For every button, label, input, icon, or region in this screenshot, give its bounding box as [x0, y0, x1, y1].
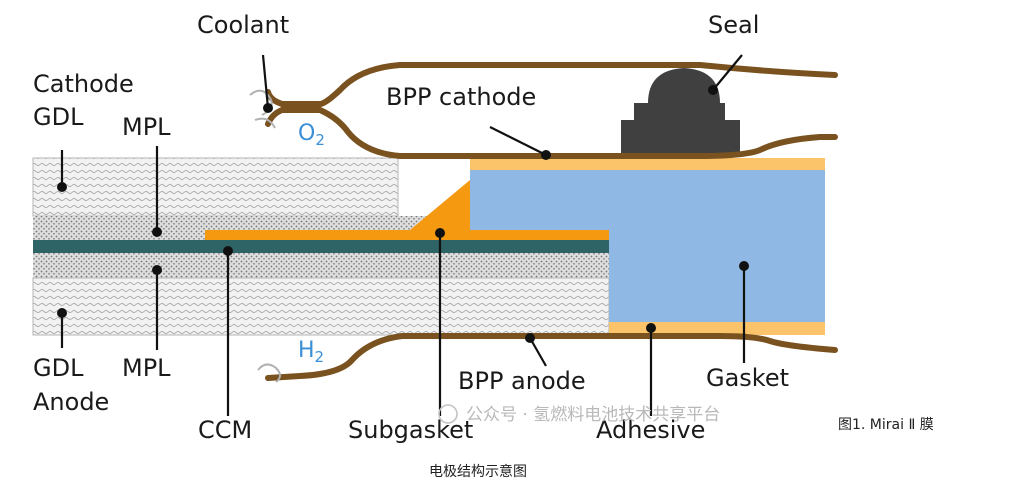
- gasket-label: Gasket: [706, 364, 789, 392]
- ccm-layer: [33, 240, 609, 253]
- cathode-gdl-label-line2: GDL: [33, 103, 84, 131]
- subgasket-layer: [205, 180, 609, 240]
- gasket-block-lower: [609, 240, 825, 322]
- anode-mpl-layer: [33, 253, 609, 278]
- bpp-anode-leader: [529, 337, 547, 367]
- hydrogen-label: H2: [298, 338, 324, 366]
- bpp-cathode-leader: [489, 126, 547, 156]
- ccm-dot: [223, 246, 233, 256]
- watermark-logo-icon: [438, 404, 458, 424]
- figure-caption-line2: 电极结构示意图: [429, 463, 527, 480]
- bpp-cathode-plate: [265, 62, 838, 107]
- figure-caption-line1: 图1. Mirai Ⅱ 膜: [838, 417, 934, 433]
- cathode-gdl-label-line1: Cathode: [33, 70, 134, 98]
- bpp-anode-dot: [525, 333, 535, 343]
- gasket-dot: [739, 261, 749, 271]
- gdl-anode-dot: [57, 308, 67, 318]
- watermark-text: 公众号 · 氢燃料电池技术共享平台: [466, 405, 720, 425]
- gdl-anode-label-line2: Anode: [33, 388, 109, 416]
- adhesive-bottom-layer: [609, 322, 825, 335]
- coolant-label: Coolant: [197, 11, 289, 39]
- seal-shape: [621, 68, 740, 154]
- oxygen-label: O2: [298, 121, 325, 149]
- gasket-block: [470, 170, 825, 240]
- subgasket-label: Subgasket: [348, 416, 473, 444]
- mpl-bottom-label: MPL: [122, 354, 171, 382]
- bpp-cathode-dot: [541, 150, 551, 160]
- bpp-anode-label: BPP anode: [458, 367, 586, 395]
- hydrogen-wisp: [257, 363, 281, 383]
- bpp-cathode-label: BPP cathode: [386, 83, 536, 111]
- seal-dot: [708, 85, 718, 95]
- bpp-anode-plate: [265, 333, 838, 381]
- adhesive-top-layer: [470, 158, 825, 170]
- ccm-label: CCM: [198, 416, 252, 444]
- subgasket-dot: [435, 228, 445, 238]
- adhesive-label: Adhesive: [596, 416, 705, 444]
- coolant-dot: [263, 103, 273, 113]
- mpl-top-dot: [152, 227, 162, 237]
- cathode-gdl-layer: [32, 157, 399, 217]
- adhesive-dot: [646, 323, 656, 333]
- mpl-bottom-dot: [152, 265, 162, 275]
- seal-label: Seal: [708, 11, 759, 39]
- mpl-top-label: MPL: [122, 113, 171, 141]
- cathode-gdl-dot: [57, 182, 67, 192]
- coolant-leader: [261, 54, 270, 109]
- bpp-cathode-plate-lower: [265, 107, 838, 159]
- coolant-wisp: [254, 117, 276, 129]
- seal-leader: [712, 54, 743, 91]
- anode-gdl-layer: [32, 277, 610, 336]
- gdl-anode-label-line1: GDL: [33, 354, 84, 382]
